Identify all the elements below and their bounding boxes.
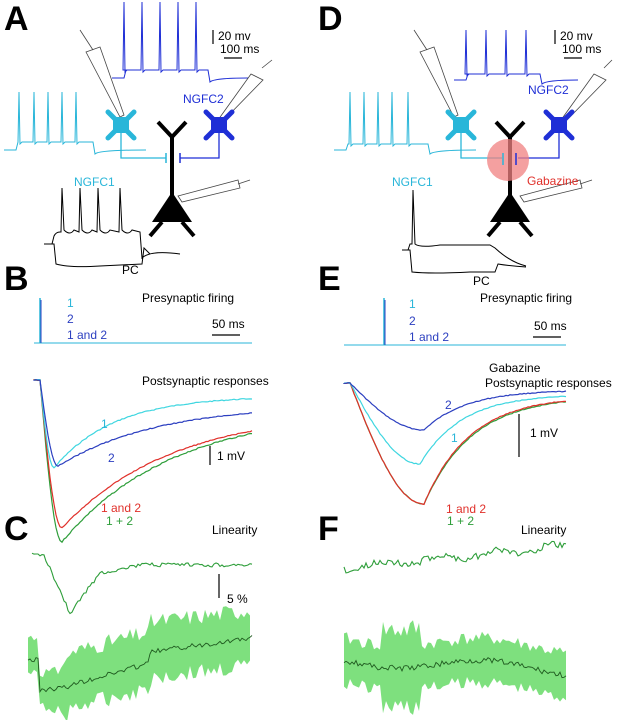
linearity-mean-trace: [343, 657, 567, 679]
voltage-scale-label: 20 mv: [218, 29, 251, 43]
psp-trace-sum-linear: [33, 379, 252, 544]
ngfc1-label: NGFC1: [392, 175, 433, 189]
trace-label-linear-sum: 1 + 2: [447, 514, 474, 528]
presyn-legend-2: 2: [67, 312, 74, 326]
ngfc2-voltage-trace: [112, 1, 249, 84]
presyn-legend-12: 1 and 2: [67, 328, 107, 342]
trace-label-1: 1: [101, 417, 108, 431]
trace-label-linear-sum: 1 + 2: [106, 514, 133, 528]
psp-trace-1: [33, 378, 253, 469]
trace-label-1: 1: [451, 431, 458, 445]
time-scale-label: 50 ms: [534, 319, 567, 333]
panel-b: Presynaptic firing 1 2 1 and 2 50 ms Pos…: [33, 291, 269, 544]
voltage-scale-label: 1 mV: [217, 449, 245, 463]
time-scale-label: 50 ms: [212, 317, 245, 331]
panel-label-f: F: [318, 510, 339, 548]
gabazine-block-circle: [487, 139, 529, 181]
presyn-legend-1: 1: [409, 297, 416, 311]
panel-label-d: D: [318, 0, 343, 38]
pc-label: PC: [473, 274, 490, 288]
pyramidal-cell-icon: [148, 120, 196, 238]
ngfc1-cell-icon: [445, 109, 502, 159]
panel-label-a: A: [4, 0, 29, 38]
panel-c: Linearity 5 %: [27, 523, 257, 720]
ngfc2-label: NGFC2: [183, 92, 224, 106]
linearity-title: Linearity: [212, 523, 257, 537]
pc-voltage-trace: [44, 187, 181, 268]
electrode-icon: [79, 29, 273, 203]
panel-f: Linearity: [343, 523, 567, 715]
psp-trace-2: [33, 379, 252, 468]
ngfc1-cell-icon: [105, 109, 167, 163]
ngfc2-voltage-trace-gabazine: [454, 29, 579, 86]
linearity-trace: [343, 540, 567, 574]
pc-label: PC: [122, 263, 139, 277]
trace-label-2: 2: [108, 451, 115, 465]
ngfc1-voltage-trace-gabazine: [334, 91, 477, 156]
voltage-scale-label: 20 mv: [560, 29, 593, 43]
psp-trace-both: [343, 382, 567, 506]
trace-label-2: 2: [445, 398, 452, 412]
gabazine-title: Gabazine: [489, 361, 541, 375]
ngfc1-label: NGFC1: [74, 175, 115, 189]
postsynaptic-title: Postsynaptic responses: [485, 376, 612, 390]
presyn-legend-12: 1 and 2: [409, 330, 449, 344]
panel-a: 20 mv 100 ms: [4, 1, 273, 277]
panel-label-e: E: [318, 260, 341, 298]
linearity-confidence-band: [344, 620, 566, 715]
panel-label-b: B: [4, 260, 29, 298]
linearity-confidence-band: [28, 606, 250, 720]
presynaptic-firing-title: Presynaptic firing: [480, 291, 572, 305]
ngfc2-label: NGFC2: [528, 83, 569, 97]
linearity-title: Linearity: [521, 523, 566, 537]
ngfc1-voltage-trace: [4, 91, 147, 156]
voltage-scale-label: 1 mV: [530, 426, 558, 440]
psp-trace-both: [33, 379, 253, 529]
presynaptic-firing-title: Presynaptic firing: [142, 291, 234, 305]
time-scale-label: 100 ms: [562, 42, 601, 56]
percent-scale-label: 5 %: [227, 592, 248, 606]
psp-trace-2: [343, 382, 567, 431]
presyn-legend-1: 1: [67, 296, 74, 310]
linearity-mean-trace: [27, 635, 253, 694]
trace-label-both: 1 and 2: [101, 501, 141, 515]
gabazine-label: Gabazine: [527, 174, 579, 188]
panel-e: Presynaptic firing 1 2 1 and 2 50 ms Gab…: [343, 291, 612, 528]
pyramidal-cell-icon: [486, 120, 534, 238]
panel-label-c: C: [4, 510, 29, 548]
ngfc2-cell-icon: [518, 109, 575, 159]
time-scale-label: 100 ms: [220, 42, 259, 56]
psp-trace-1: [343, 382, 567, 465]
pc-voltage-trace-gabazine: [402, 189, 527, 274]
ngfc2-cell-icon: [179, 109, 235, 163]
postsynaptic-title: Postsynaptic responses: [142, 374, 269, 388]
presyn-legend-2: 2: [409, 314, 416, 328]
panel-d: 20 mv 100 ms: [334, 29, 613, 288]
linearity-trace: [31, 552, 253, 615]
trace-label-both: 1 and 2: [446, 502, 486, 516]
